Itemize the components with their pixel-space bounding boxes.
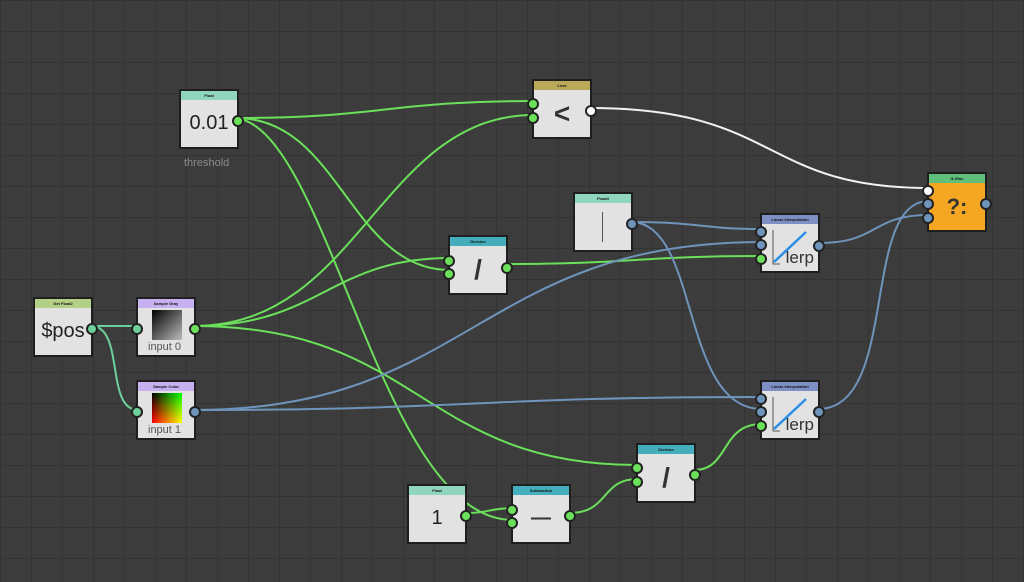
lerp-label: lerp: [785, 415, 814, 434]
subtraction-node[interactable]: Subtraction —: [506, 484, 576, 544]
wire: [235, 117, 451, 271]
input-port[interactable]: [755, 406, 767, 418]
divide-icon: /: [662, 461, 670, 493]
output-port[interactable]: [585, 105, 597, 117]
sample-gray-node[interactable]: Sample Gray input 0: [131, 297, 201, 357]
float-value: 0.01: [189, 112, 229, 134]
input-port[interactable]: [443, 268, 455, 280]
node-title: Sample Gray: [138, 299, 194, 308]
input-port[interactable]: [755, 226, 767, 238]
get-float2-node[interactable]: Get Float2 $pos: [33, 297, 98, 357]
node-title: Float: [181, 91, 237, 100]
output-port[interactable]: [232, 115, 244, 127]
input-port[interactable]: [755, 420, 767, 432]
input-port[interactable]: [922, 198, 934, 210]
input-port[interactable]: [506, 504, 518, 516]
wire: [506, 255, 763, 265]
output-port[interactable]: [980, 198, 992, 210]
wire: [235, 117, 514, 521]
lerp-node-2[interactable]: Linear Interpolation lerp: [755, 380, 825, 440]
input-port[interactable]: [631, 462, 643, 474]
input-label: input 0: [148, 341, 182, 353]
node-title: Division: [638, 445, 694, 454]
node-title: Get Float2: [35, 299, 91, 308]
wire: [568, 478, 639, 514]
node-title: Sample Color: [138, 382, 194, 391]
wire: [193, 257, 451, 327]
wire: [630, 221, 763, 410]
if-else-node[interactable]: If..Else ?:: [922, 172, 992, 232]
wire: [817, 200, 930, 410]
output-port[interactable]: [564, 510, 576, 522]
wire: [193, 396, 763, 411]
output-port[interactable]: [189, 323, 201, 335]
float-node-threshold[interactable]: Float 0.01: [179, 89, 244, 149]
float4-node[interactable]: Float4: [573, 192, 638, 252]
float-node-one[interactable]: Float 1: [407, 484, 472, 544]
node-title: Linear Interpolation: [762, 215, 818, 224]
wire: [193, 114, 535, 327]
less-than-icon: <: [553, 97, 571, 129]
input-port[interactable]: [443, 255, 455, 267]
input-port[interactable]: [755, 239, 767, 251]
color-texture-preview: [152, 393, 182, 423]
float-value: 1: [431, 507, 443, 529]
wire: [693, 423, 763, 471]
sample-color-node[interactable]: Sample Color input 1: [131, 380, 201, 440]
output-port[interactable]: [813, 240, 825, 252]
node-title: Float4: [575, 194, 631, 203]
output-port[interactable]: [626, 218, 638, 230]
output-port[interactable]: [189, 406, 201, 418]
output-port[interactable]: [86, 323, 98, 335]
output-port[interactable]: [689, 469, 701, 481]
node-title: Division: [450, 237, 506, 246]
variable-name: $pos: [41, 320, 85, 342]
wire: [589, 107, 930, 189]
input-port[interactable]: [527, 98, 539, 110]
wire: [193, 325, 639, 466]
wire: [630, 221, 763, 230]
node-title: Less: [534, 81, 590, 90]
lerp-graph-icon: [772, 229, 807, 264]
output-port[interactable]: [501, 262, 513, 274]
input-port[interactable]: [131, 406, 143, 418]
wire: [817, 214, 930, 244]
input-port[interactable]: [755, 393, 767, 405]
input-port[interactable]: [131, 323, 143, 335]
lerp-graph-icon: [772, 396, 807, 431]
input-port[interactable]: [506, 517, 518, 529]
lerp-node-1[interactable]: Linear Interpolation lerp: [755, 213, 825, 273]
output-port[interactable]: [460, 510, 472, 522]
node-title: If..Else: [929, 174, 985, 183]
vector-values-icon: [601, 211, 605, 242]
gray-texture-preview: [152, 310, 182, 340]
input-port[interactable]: [527, 112, 539, 124]
input-label: input 1: [148, 424, 182, 436]
division-node-2[interactable]: Division /: [631, 443, 701, 503]
less-node[interactable]: Less <: [527, 79, 597, 139]
input-port[interactable]: [922, 212, 934, 224]
node-caption: threshold: [184, 157, 230, 169]
wire: [90, 325, 139, 411]
lerp-label: lerp: [785, 248, 814, 267]
node-title: Subtraction: [513, 486, 569, 495]
input-port[interactable]: [922, 185, 934, 197]
output-port[interactable]: [813, 406, 825, 418]
input-port[interactable]: [755, 253, 767, 265]
node-title: Linear Interpolation: [762, 382, 818, 391]
minus-icon: —: [531, 507, 551, 529]
division-node-1[interactable]: Division /: [443, 235, 513, 295]
node-title: Float: [409, 486, 465, 495]
wire: [193, 241, 763, 411]
wire: [235, 100, 535, 119]
divide-icon: /: [474, 253, 482, 285]
input-port[interactable]: [631, 476, 643, 488]
ternary-icon: ?:: [946, 193, 968, 219]
